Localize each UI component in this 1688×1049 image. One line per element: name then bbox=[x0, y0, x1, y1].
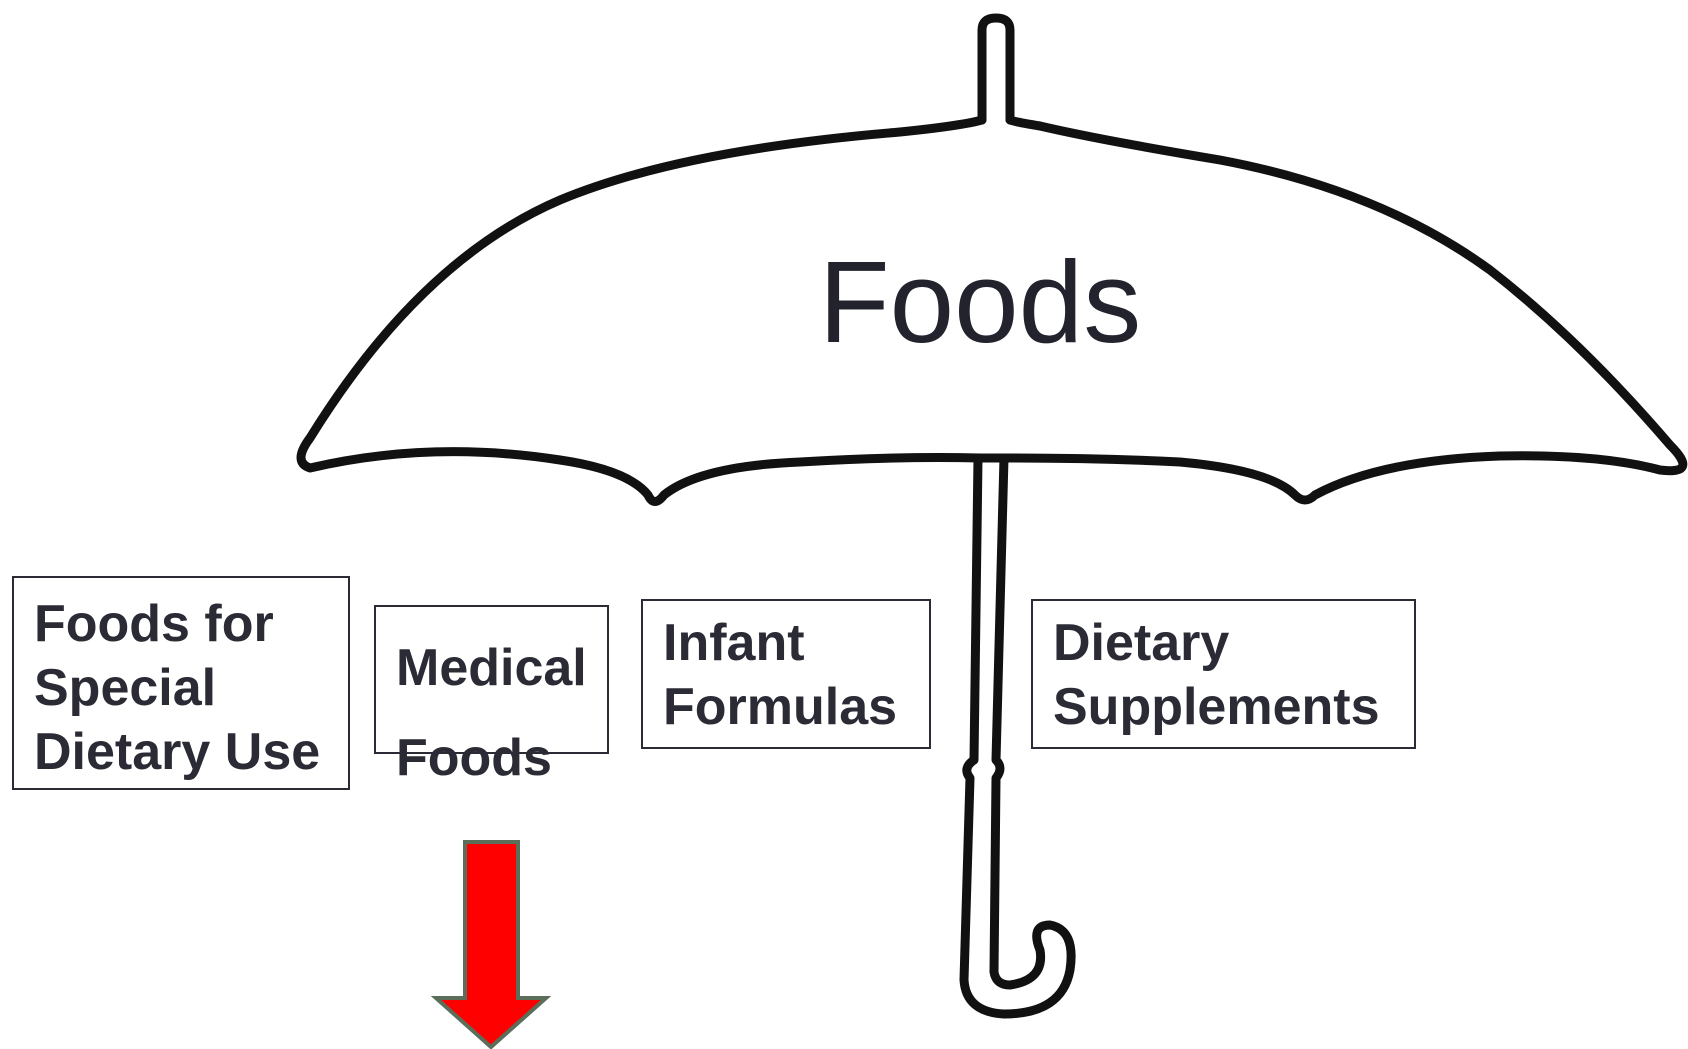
category-box-infant-formulas: Infant Formulas bbox=[641, 599, 931, 749]
down-arrow-icon bbox=[436, 842, 546, 1047]
category-box-dietary-supplements: Dietary Supplements bbox=[1031, 599, 1416, 749]
umbrella-title: Foods bbox=[780, 232, 1180, 372]
category-box-special-dietary-use: Foods for Special Dietary Use bbox=[12, 576, 350, 790]
umbrella-tip bbox=[982, 18, 1010, 120]
category-box-medical-foods: Medical Foods bbox=[374, 605, 609, 754]
